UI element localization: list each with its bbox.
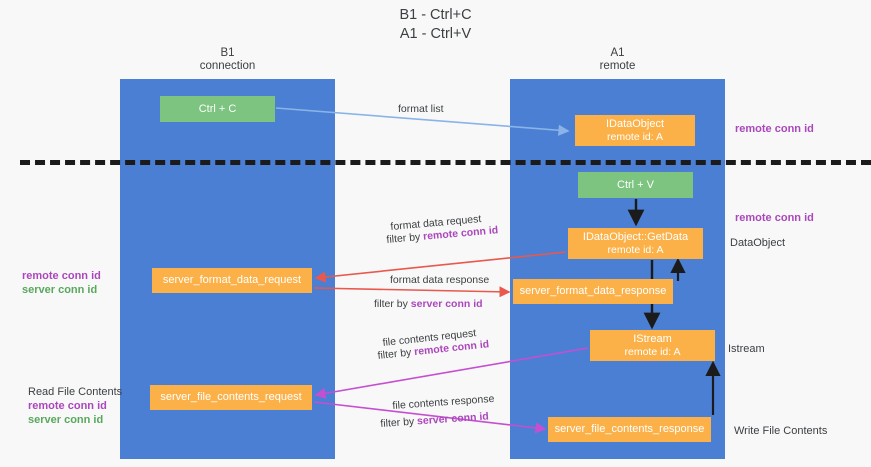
filter-prefix: filter by [380,415,418,430]
arrow-label-file-contents-response: file contents response [392,392,495,412]
lane-header-a1: A1 remote [510,47,725,73]
box-sfdreq-label: server_format_data_request [162,274,302,286]
lane-header-b1-name: B1 [220,47,235,59]
box-getdata-sublabel: remote id: A [607,243,664,256]
box-istream-sublabel: remote id: A [624,345,681,358]
label-write-file-contents: Write File Contents [734,425,828,437]
box-ctrl-c-label: Ctrl + C [198,102,237,115]
label-server-conn-id-b: server conn id [28,414,104,426]
lane-header-a1-name: A1 [610,47,625,59]
label-remote-conn-id-b: remote conn id [28,400,107,412]
page-title: B1 - Ctrl+C A1 - Ctrl+V [0,6,871,44]
box-getdata-label: IDataObject::GetData [582,230,689,243]
box-idataobject-getdata[interactable]: IDataObject::GetData remote id: A [568,228,703,259]
phase-divider [20,160,871,165]
box-istream[interactable]: IStream remote id: A [590,330,715,361]
box-sfcreq-label: server_file_contents_request [160,391,302,403]
box-idataobject-label: IDataObject [605,117,665,130]
label-read-file-contents-group: Read File Contents remote conn id server… [28,385,122,427]
box-server-format-data-request[interactable]: server_format_data_request [152,268,312,293]
title-line-1: B1 - Ctrl+C [399,7,472,23]
box-ctrl-v-label: Ctrl + V [617,178,654,191]
box-sfcresp-label: server_file_contents_response [554,423,705,435]
label-read-file-contents: Read File Contents [28,386,123,398]
lane-header-a1-role: remote [599,60,636,72]
lane-header-b1-role: connection [199,60,256,72]
lane-header-b1: B1 connection [120,47,335,73]
filter-prefix: filter by [374,298,411,310]
filter-key-server-conn-id: server conn id [410,298,483,310]
box-server-format-data-response[interactable]: server_format_data_response [513,279,673,304]
box-ctrl-c[interactable]: Ctrl + C [160,96,275,122]
label-conn-ids-format: remote conn id server conn id [22,269,101,297]
box-istream-label: IStream [633,332,672,345]
label-dataobject: DataObject [730,237,786,249]
arrow-label-file-contents-response-filter: filter by server conn id [380,410,489,431]
arrow-label-format-list: format list [398,103,444,115]
arrow-label-format-data-response: format data response [390,274,490,286]
box-idataobject-sublabel: remote id: A [606,130,664,143]
label-remote-conn-id-top: remote conn id [735,123,814,135]
box-sfdresp-label: server_format_data_response [519,285,667,297]
box-idataobject[interactable]: IDataObject remote id: A [575,115,695,146]
label-server-conn-id-a: server conn id [22,284,98,296]
box-server-file-contents-response[interactable]: server_file_contents_response [548,417,711,442]
filter-prefix: filter by [377,346,415,362]
box-server-file-contents-request[interactable]: server_file_contents_request [150,385,312,410]
label-istream: Istream [728,343,765,355]
label-remote-conn-id-mid: remote conn id [735,212,814,224]
title-line-2: A1 - Ctrl+V [399,26,472,42]
filter-key-server-conn-id: server conn id [416,410,490,428]
box-ctrl-v[interactable]: Ctrl + V [578,172,693,198]
arrow-label-format-data-response-filter: filter by server conn id [374,298,483,311]
label-remote-conn-id-a: remote conn id [22,270,101,282]
filter-prefix: filter by [386,230,424,246]
